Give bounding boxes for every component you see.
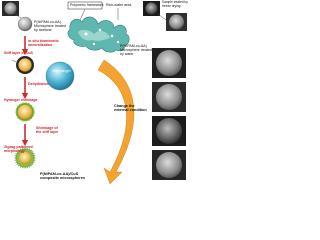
acetone-microsphere-label: P(NIPAM-co-AA) Microsphere treated by ac… (34, 20, 66, 33)
sem-freeze-dried-image (143, 1, 187, 31)
dehydration-label: Dehydration (28, 82, 49, 86)
zigzag-morphology-label: Zigzag patterned morphology (4, 145, 33, 154)
polymeric-framework-label: Polymeric framework (70, 3, 104, 8)
zigzag-composite-microsphere (13, 146, 37, 170)
hydrogel-shrinkage-microsphere (15, 102, 35, 122)
acetone-microsphere-icon (13, 12, 33, 32)
hydrogel-shrinkage-label: Hydrogel shrinkage (4, 98, 38, 102)
cus-coated-microsphere (11, 56, 34, 74)
stiff-layer-label: Stiff layer of CuS (4, 51, 33, 55)
arrow-change-external-condition (97, 59, 135, 185)
change-condition-label: Change the external condition (114, 104, 147, 113)
water-microsphere-label: P(NIPAM-co-AA) Microsphere treated by wa… (120, 44, 152, 57)
diagram-canvas (2, 1, 187, 185)
stiff-hydrogel-label: Stiff hydrogel (52, 69, 71, 73)
rich-water-area-label: Rich-water area (106, 3, 132, 7)
freeze-dried-label: Sample treated by freeze drying (162, 0, 188, 8)
shrinkage-stiff-layer-label: Shrinkage of the stiff layer (36, 126, 59, 135)
sem-smooth-microsphere-image (2, 1, 19, 16)
water-swollen-microsphere (67, 16, 130, 53)
composite-microspheres-label: P(NIPAM-co-AA)/CuS composite microsphere… (40, 172, 85, 181)
polymeric-framework-callout (67, 1, 103, 21)
stiff-hydrogel-microsphere (45, 61, 75, 91)
insitu-mineralization-label: in-situ biomimetic mineralization (28, 39, 59, 48)
sem-right-column (152, 48, 186, 180)
